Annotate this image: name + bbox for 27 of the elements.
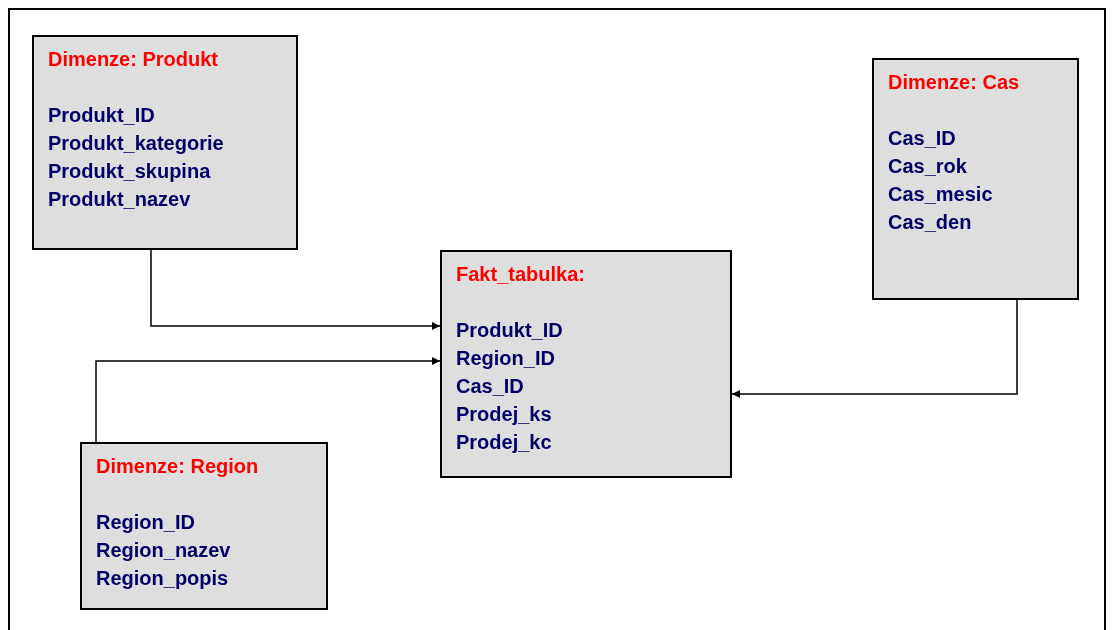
table-box bbox=[872, 58, 1079, 300]
field-name: Region_ID bbox=[96, 510, 196, 535]
table-heading: Dimenze: Cas bbox=[888, 70, 1021, 95]
field-name: Prodej_kc bbox=[456, 430, 553, 455]
field-name: Region_nazev bbox=[96, 538, 232, 563]
connector-arrow bbox=[95, 357, 441, 443]
field-name: Cas_den bbox=[888, 210, 973, 235]
table-box bbox=[80, 442, 328, 610]
field-name: Region_ID bbox=[456, 346, 556, 371]
table-box bbox=[32, 35, 298, 250]
table-heading: Dimenze: Produkt bbox=[48, 47, 220, 72]
table-heading: Fakt_tabulka: bbox=[456, 262, 586, 287]
table-heading: Dimenze: Region bbox=[96, 454, 260, 479]
connector-arrow bbox=[150, 249, 441, 330]
field-name: Cas_mesic bbox=[888, 182, 994, 207]
field-name: Cas_ID bbox=[456, 374, 525, 399]
field-name: Produkt_ID bbox=[48, 103, 156, 128]
field-name: Produkt_skupina bbox=[48, 159, 212, 184]
field-name: Region_popis bbox=[96, 566, 230, 591]
field-name: Cas_rok bbox=[888, 154, 968, 179]
field-name: Produkt_nazev bbox=[48, 187, 192, 212]
field-name: Cas_ID bbox=[888, 126, 957, 151]
field-name: Produkt_ID bbox=[456, 318, 564, 343]
table-box bbox=[440, 250, 732, 478]
connector-arrow bbox=[731, 299, 1018, 398]
field-name: Produkt_kategorie bbox=[48, 131, 225, 156]
field-name: Prodej_ks bbox=[456, 402, 553, 427]
